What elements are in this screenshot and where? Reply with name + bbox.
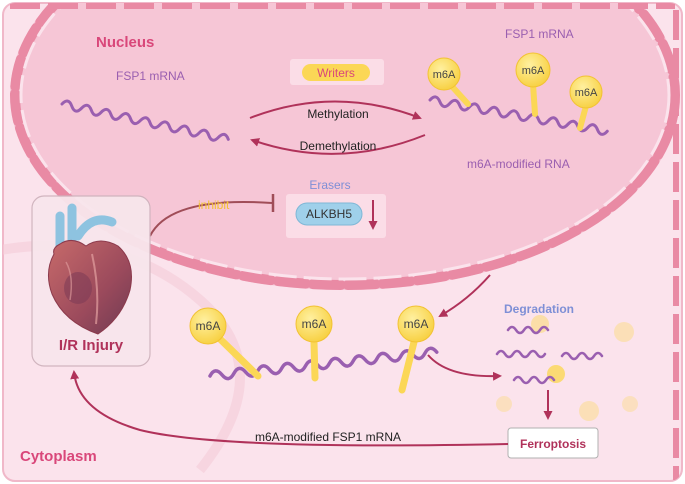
m6a-label: m6A (522, 65, 545, 77)
export-arrow (438, 274, 491, 317)
m6a-tag-nucleus-1: m6A (427, 57, 471, 107)
erasers-label: Erasers (309, 178, 350, 192)
left-mrna-label: FSP1 mRNA (116, 69, 185, 83)
m6a-label: m6A (433, 69, 456, 81)
degradation-arrow (427, 354, 502, 381)
nuclear-membrane-inner (19, 3, 671, 281)
degraded-fragments (495, 315, 638, 421)
inhibit-label: inhibit (198, 198, 230, 212)
writers-pill (302, 64, 370, 81)
m6a-tag-nucleus-2: m6A (515, 52, 551, 117)
demethylation-arrow (250, 134, 426, 155)
methylation-label: Methylation (307, 107, 368, 121)
feedback-arrow (70, 370, 509, 447)
ferroptosis-box (507, 427, 599, 459)
m6a-tag-cyto-2: m6A (295, 305, 333, 382)
m6a-tag-cyto-1: m6A (189, 307, 262, 380)
m6a-label: m6A (404, 317, 429, 331)
right-mrna-label: FSP1 mRNA (505, 27, 574, 41)
ferroptosis-label: Ferroptosis (520, 437, 586, 451)
m6a-label: m6A (302, 317, 327, 331)
injury-label: I/R Injury (59, 337, 124, 354)
alkbh5-pill (295, 202, 363, 226)
methylation-arrow (249, 100, 422, 120)
writers-label: Writers (317, 66, 355, 80)
m6a-modified-rna-label: m6A-modified RNA (467, 157, 570, 171)
left-fsp1-mrna (60, 99, 230, 142)
nucleus-title: Nucleus (96, 34, 154, 51)
cytoplasm-title: Cytoplasm (20, 448, 97, 465)
m6a-tag-cyto-3: m6A (397, 305, 435, 394)
heart-icon (48, 203, 132, 335)
nucleus (10, 3, 680, 290)
m6a-tag-nucleus-3: m6A (569, 75, 603, 131)
m6a-modified-fsp1-label: m6A-modified FSP1 mRNA (255, 430, 401, 444)
degradation-label: Degradation (504, 302, 574, 316)
demethylation-label: Demethylation (300, 139, 377, 153)
m6a-label: m6A (575, 87, 598, 99)
inhibit-arrow (149, 200, 273, 237)
cytoplasm-fsp1-mrna (208, 346, 439, 381)
alkbh5-label: ALKBH5 (306, 207, 352, 221)
m6a-label: m6A (196, 319, 221, 333)
